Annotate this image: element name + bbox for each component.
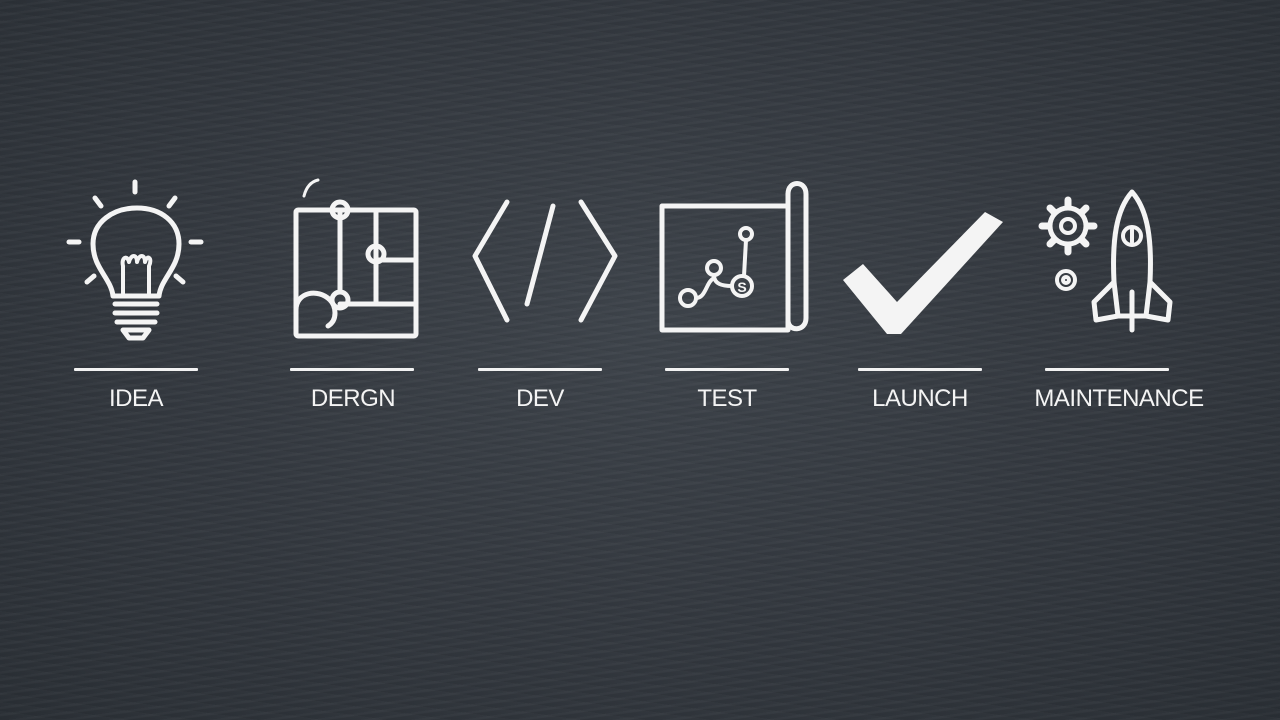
- step-label-test: TEST: [697, 385, 757, 412]
- step-label-dev: DEV: [516, 385, 564, 412]
- step-test: S TEST: [642, 170, 812, 420]
- step-dev: DEV: [455, 170, 625, 420]
- svg-text:S: S: [737, 279, 746, 295]
- code-brackets-icon: [455, 170, 625, 345]
- step-divider: [74, 368, 198, 371]
- gear-icon: [1038, 196, 1098, 291]
- step-launch: LAUNCH: [835, 170, 1005, 420]
- step-divider: [1045, 368, 1169, 371]
- step-label-maintenance: MAINTENANCE: [1034, 385, 1204, 412]
- lightbulb-icon: [51, 170, 221, 345]
- step-divider: [858, 368, 982, 371]
- gear-rocket-icon: [1034, 170, 1204, 345]
- checkmark-icon: [835, 170, 1005, 345]
- step-label-design: DERGN: [310, 385, 396, 412]
- test-map-icon: S: [642, 170, 812, 345]
- step-divider: [290, 368, 414, 371]
- step-divider: [478, 368, 602, 371]
- step-maintenance: MAINTENANCE: [1034, 170, 1204, 420]
- step-divider: [665, 368, 789, 371]
- step-label-idea: IDEA: [108, 385, 164, 412]
- blueprint-icon: [268, 170, 438, 345]
- step-idea: IDEA: [51, 170, 221, 420]
- step-design: DERGN: [268, 170, 438, 420]
- rocket-icon: [1091, 189, 1173, 333]
- step-label-launch: LAUNCH: [872, 385, 968, 412]
